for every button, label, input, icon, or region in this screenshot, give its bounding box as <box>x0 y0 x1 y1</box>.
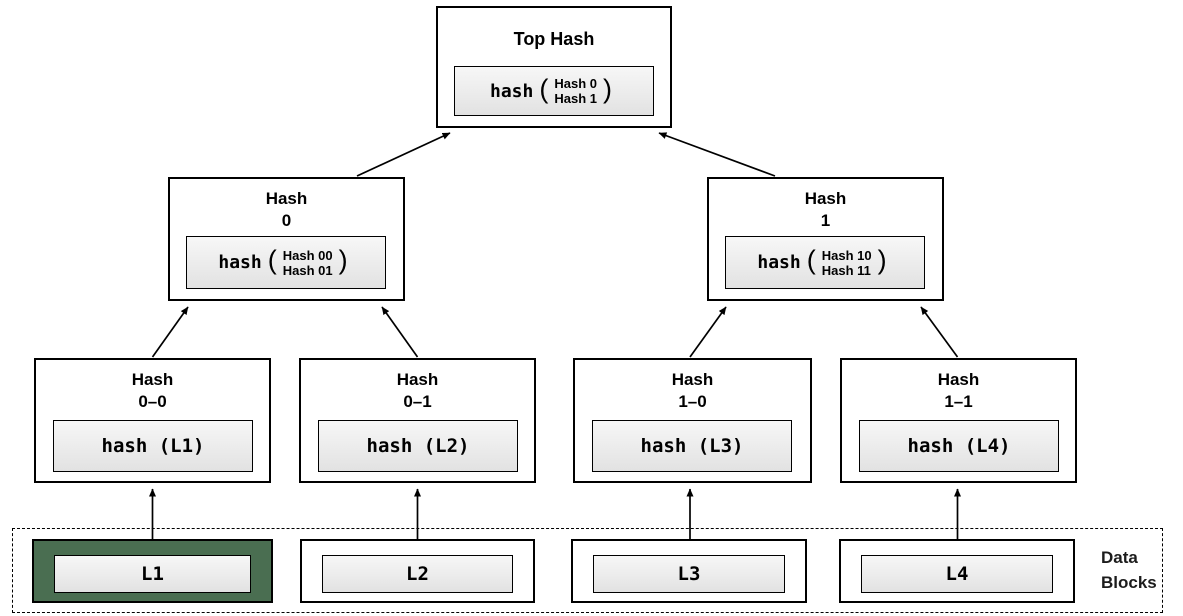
node-hash-1-0-title: Hash 1–0 <box>575 369 810 413</box>
node-hash-1-1: Hash 1–1 hash (L4) <box>840 358 1077 483</box>
data-block-l3: L3 <box>571 539 807 603</box>
leaf-hash-label: hash (L2) <box>366 435 470 457</box>
hash-args: Hash 0 Hash 1 <box>554 76 597 106</box>
node-hash-1-title: Hash 1 <box>709 188 942 232</box>
node-top-hash-function-box: hash ( Hash 0 Hash 1 ) <box>454 66 654 116</box>
node-hash-1-1-function-box: hash (L4) <box>859 420 1059 472</box>
hash-arg-1: Hash 0 <box>554 76 597 91</box>
node-hash-0-1-title: Hash 0–1 <box>301 369 534 413</box>
hash-args: Hash 00 Hash 01 <box>283 248 333 278</box>
close-paren: ) <box>338 245 348 275</box>
node-hash-1-1-title: Hash 1–1 <box>842 369 1075 413</box>
data-blocks-label: Data Blocks <box>1101 545 1171 595</box>
title-line1: Hash <box>131 370 174 389</box>
node-hash-0-function-box: hash ( Hash 00 Hash 01 ) <box>186 236 386 289</box>
hash-function-name: hash <box>218 252 262 273</box>
node-hash-0-1-function-box: hash (L2) <box>318 420 518 472</box>
node-top-hash: Top Hash hash ( Hash 0 Hash 1 ) <box>436 6 672 128</box>
node-hash-1-0-function-box: hash (L3) <box>592 420 792 472</box>
hash-function-name: hash <box>757 252 801 273</box>
arrow-hash1-to-top <box>658 132 776 177</box>
data-blocks-label-line2: Blocks <box>1101 573 1157 592</box>
title-line1: Hash <box>396 370 439 389</box>
arrow-hash00-to-hash0 <box>151 306 189 358</box>
title-line2: 0–1 <box>403 392 432 411</box>
title-line2: 1–0 <box>678 392 707 411</box>
hash-arg-2: Hash 1 <box>554 91 597 106</box>
leaf-hash-label: hash (L3) <box>640 435 744 457</box>
title-line1: Hash <box>671 370 714 389</box>
arrow-hash0-to-top <box>356 132 451 177</box>
title-line1: Hash <box>804 189 847 208</box>
data-blocks-region <box>12 528 1163 613</box>
node-hash-0-title: Hash 0 <box>170 188 403 232</box>
leaf-hash-label: hash (L1) <box>101 435 205 457</box>
node-hash-1-function-box: hash ( Hash 10 Hash 11 ) <box>725 236 925 289</box>
title-line1: Hash <box>265 189 308 208</box>
data-block-l1-label: L1 <box>54 555 251 593</box>
title-line1: Hash <box>937 370 980 389</box>
node-hash-0-0-function-box: hash (L1) <box>53 420 253 472</box>
leaf-hash-label: hash (L4) <box>907 435 1011 457</box>
close-paren: ) <box>603 73 612 104</box>
open-paren: ( <box>806 245 816 275</box>
node-hash-1: Hash 1 hash ( Hash 10 Hash 11 ) <box>707 177 944 301</box>
title-line2: 1–1 <box>944 392 973 411</box>
open-paren: ( <box>267 245 277 275</box>
arrow-hash10-to-hash1 <box>689 306 727 358</box>
data-block-l2: L2 <box>300 539 535 603</box>
node-hash-0-0: Hash 0–0 hash (L1) <box>34 358 271 483</box>
open-paren: ( <box>539 73 549 104</box>
data-block-l1: L1 <box>32 539 273 603</box>
close-paren: ) <box>877 245 887 275</box>
hash-args: Hash 10 Hash 11 <box>822 248 872 278</box>
hash-arg-1: Hash 10 <box>821 247 872 263</box>
data-block-l2-label: L2 <box>322 555 513 593</box>
node-hash-0: Hash 0 hash ( Hash 00 Hash 01 ) <box>168 177 405 301</box>
hash-arg-2: Hash 01 <box>282 262 333 278</box>
arrow-hash01-to-hash0 <box>381 306 419 358</box>
title-line2: 0 <box>281 211 292 230</box>
node-hash-0-1: Hash 0–1 hash (L2) <box>299 358 536 483</box>
data-block-l3-label: L3 <box>593 555 785 593</box>
hash-function-name: hash <box>490 80 534 102</box>
node-hash-0-0-title: Hash 0–0 <box>36 369 269 413</box>
title-line2: 1 <box>820 211 831 230</box>
data-blocks-label-line1: Data <box>1101 548 1138 567</box>
hash-arg-2: Hash 11 <box>821 262 871 278</box>
hash-arg-1: Hash 00 <box>282 247 333 263</box>
data-block-l4-label: L4 <box>861 555 1053 593</box>
arrow-hash11-to-hash1 <box>920 306 959 358</box>
node-hash-1-0: Hash 1–0 hash (L3) <box>573 358 812 483</box>
node-top-hash-title: Top Hash <box>513 29 595 49</box>
title-line2: 0–0 <box>138 392 167 411</box>
data-block-l4: L4 <box>839 539 1075 603</box>
